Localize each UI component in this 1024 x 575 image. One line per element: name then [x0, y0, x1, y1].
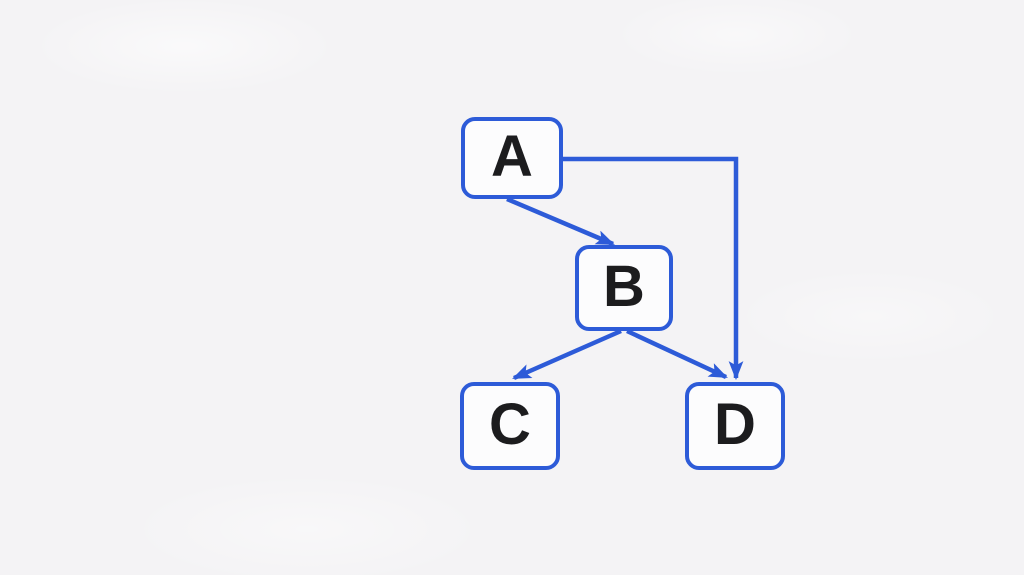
node-b-label: B — [603, 254, 645, 319]
node-a: A — [461, 117, 563, 199]
node-d-label: D — [714, 392, 756, 457]
node-a-label: A — [491, 124, 533, 189]
node-b: B — [575, 245, 673, 331]
node-d: D — [685, 382, 785, 470]
node-c-label: C — [489, 392, 531, 457]
edge-b-to-d — [626, 328, 728, 380]
node-c: C — [460, 382, 560, 470]
edge-a-to-b — [506, 196, 615, 247]
edge-b-to-c — [512, 328, 622, 381]
